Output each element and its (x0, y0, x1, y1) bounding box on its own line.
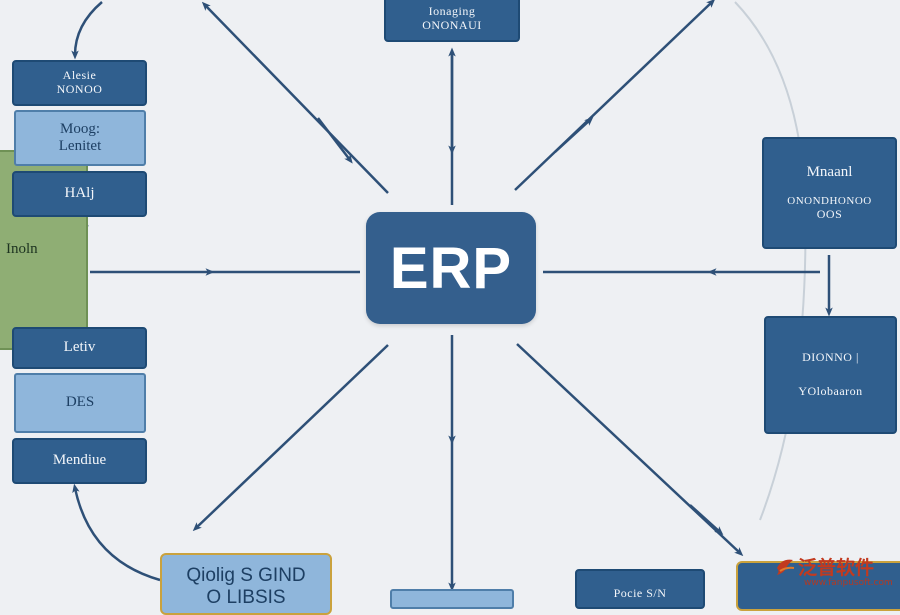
node-right-1-line-3: OOS (816, 207, 843, 222)
node-left-3: HAlj (12, 171, 147, 217)
node-left-4-line-1: Letiv (63, 339, 96, 356)
arrow-bottom-right-mid (689, 504, 724, 536)
node-left-2-line-1: Moog: (59, 120, 100, 137)
node-left-3-line-1: HAlj (64, 185, 95, 202)
arrow-top-right-mid (554, 116, 594, 153)
arrow-top-left (201, 1, 389, 194)
node-left-2-line-2: Lenitet (58, 138, 102, 154)
node-bottom-center (390, 589, 514, 609)
node-top-center-line-2: ONONAUI (422, 18, 482, 32)
arrow-curve-top-left (71, 1, 103, 60)
node-left-green-line-1: Inoln (6, 241, 38, 258)
node-left-4: Letiv (12, 327, 147, 369)
arrow-bottom-right (516, 343, 744, 557)
node-left-2: Moog: Lenitet (14, 110, 146, 166)
node-bottom-right-line-1: Pocie S/N (613, 586, 667, 600)
node-left-6: Mendiue (12, 438, 147, 484)
node-right-2-line-1: DIONNO | (802, 350, 859, 365)
node-left-6-line-1: Mendiue (52, 452, 107, 469)
node-top-center: Ionaging ONONAUI (384, 0, 520, 42)
outer-circle-arc (734, 1, 807, 521)
node-left-1-line-2: NONOO (56, 82, 103, 96)
watermark-brand: 泛普软件 (798, 557, 875, 579)
node-right-2: DIONNO | YOlobaaron (764, 316, 897, 434)
node-right-2-line-2: YOlobaaron (798, 384, 863, 398)
arrow-bottom-left (192, 344, 389, 532)
node-bottom-left-line-2: O LIBSIS (206, 586, 286, 608)
node-top-center-line-1: Ionaging (428, 4, 476, 19)
connector-layer (71, 0, 833, 592)
watermark: 泛普软件 www.fanpusoft.com (772, 553, 900, 600)
arrow-curve-bottom-left (72, 483, 161, 582)
node-left-1-line-1: Alesie (62, 68, 97, 83)
node-bottom-left: Qiolig S GIND O LIBSIS (160, 553, 332, 615)
erp-label: ERP (389, 235, 513, 301)
node-left-5: DES (14, 373, 146, 433)
node-bottom-right: Pocie S/N (575, 569, 705, 609)
arrow-top-left-mid (317, 117, 353, 164)
node-right-1: Mnaanl ONONDHONOO OOS (762, 137, 897, 249)
node-left-1: Alesie NONOO (12, 60, 147, 106)
erp-node: ERP (366, 212, 536, 324)
arrow-top-right (514, 0, 716, 191)
brand-logo-icon (777, 559, 795, 575)
node-right-1-line-2: ONONDHONOO (787, 195, 872, 208)
node-left-5-line-1: DES (65, 394, 95, 411)
watermark-url: www.fanpusoft.com (804, 578, 893, 588)
node-right-1-line-1: Mnaanl (806, 164, 853, 181)
node-bottom-left-line-1: Qiolig S GIND (186, 565, 306, 586)
